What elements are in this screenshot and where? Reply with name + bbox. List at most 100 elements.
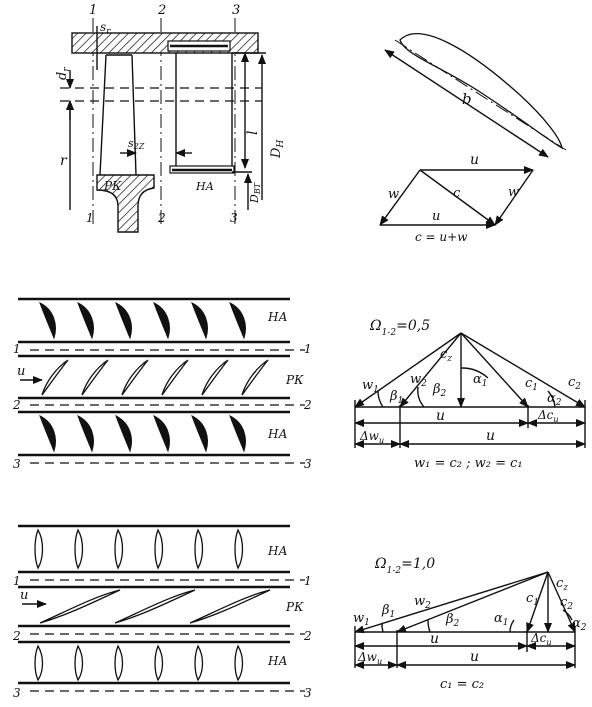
u-label: u	[17, 364, 25, 379]
alpha2-arc	[562, 609, 573, 621]
w-vector-left	[379, 169, 421, 226]
s-2z-label: s2Z	[128, 137, 145, 151]
blade	[154, 528, 164, 570]
blade	[39, 589, 121, 624]
u-bottom-label: u	[432, 209, 440, 224]
blade	[234, 644, 244, 682]
w2-vector	[399, 332, 462, 408]
blade	[34, 644, 44, 682]
station-1-right-label: 1	[304, 342, 312, 356]
stator-row-bottom	[39, 414, 246, 453]
omega-label: Ω1-2=0,5	[369, 318, 430, 338]
meridional-section: 1 2 3 1 2 3 РК НА sr dr r s2Z	[55, 3, 286, 233]
alpha1-label: α1	[494, 611, 509, 628]
rotor-label: РК	[285, 600, 304, 614]
d-r-label: dr	[55, 67, 72, 80]
blade	[77, 414, 94, 453]
w1-vector	[354, 571, 549, 634]
velocity-triangles-0-5: Ω1-2=0,5 w1 w2 β1 β2 cz α1 c1 α2 c2 u Δc…	[354, 318, 586, 471]
blade	[201, 359, 229, 396]
blade	[194, 644, 204, 682]
stator-row-bottom	[34, 644, 244, 682]
c2-label: c2	[568, 375, 581, 392]
stator-bottom-label: НА	[267, 427, 288, 441]
blade	[189, 589, 271, 624]
alpha2-label: α2	[547, 391, 562, 408]
u-label: u	[20, 588, 28, 603]
station-3-right-label: 3	[304, 686, 312, 700]
beta2-arc	[417, 386, 425, 408]
rotor-row	[39, 589, 271, 624]
station-3-left-label: 3	[13, 686, 21, 700]
rotor-disk	[96, 174, 155, 233]
beta1-label: β1	[389, 389, 403, 406]
l-label: l	[245, 131, 261, 135]
station-1-left-label: 1	[13, 574, 21, 588]
rotor-blade-outline	[99, 54, 137, 176]
blade	[114, 644, 124, 682]
blade	[153, 414, 170, 453]
blade	[191, 414, 208, 453]
d-h-label: DH	[269, 140, 286, 159]
w1-label: w1	[362, 378, 379, 395]
cascade-reaction-0-5: НА 1 1 u РК 2 2 НА 3 3	[12, 297, 312, 471]
stator-label: НА	[195, 180, 214, 193]
blade	[229, 414, 246, 453]
w1-vector	[354, 332, 462, 408]
blade	[194, 528, 204, 570]
station-2-bottom-label: 2	[157, 211, 166, 225]
w-vector-right	[494, 169, 534, 226]
blade	[234, 528, 244, 570]
c1-label: c1	[525, 376, 538, 393]
c1-vector	[460, 332, 529, 408]
u-dim-label: u	[430, 631, 439, 647]
cz-label: cz	[556, 576, 568, 593]
velocity-relation: w₁ = c₂ ; w₂ = c₁	[414, 456, 523, 471]
omega-label: Ω1-2=1,0	[374, 556, 435, 576]
w2-label: w2	[414, 594, 431, 611]
blade	[81, 359, 109, 396]
beta2-label: β2	[445, 612, 460, 629]
c-vector	[419, 169, 496, 226]
beta1-arc	[381, 622, 384, 633]
blade	[39, 414, 56, 453]
chord-label: b	[462, 90, 472, 108]
c1-label: c1	[526, 591, 539, 608]
station-3-top-label: 3	[232, 3, 240, 18]
station-1-bottom-label: 1	[86, 211, 94, 225]
blade	[114, 528, 124, 570]
blade	[115, 301, 132, 340]
station-2-left-label: 2	[12, 629, 21, 643]
c2-label: c2	[560, 595, 573, 612]
alpha1-arc	[509, 619, 515, 633]
airfoil-velocity-panel: b u w w c u c = u+w	[379, 33, 567, 244]
alpha2-arc	[547, 390, 556, 408]
blade	[121, 359, 149, 396]
station-2-top-label: 2	[157, 3, 166, 18]
u-long-label: u	[486, 428, 495, 444]
rotor-label: РК	[285, 373, 304, 387]
airfoil-profile	[399, 33, 563, 150]
s-r-label: sr	[100, 20, 111, 37]
station-2-right-label: 2	[303, 629, 312, 643]
c1-vector	[526, 571, 549, 633]
delta-cu-label: Δcu	[530, 631, 552, 647]
blade	[229, 301, 246, 340]
stator-row-top	[39, 301, 246, 340]
stator-top-label: НА	[267, 544, 288, 558]
stator-row-top	[34, 528, 244, 570]
beta1-arc	[377, 390, 384, 408]
station-3-bottom-label: 3	[230, 211, 238, 225]
cascade-reaction-1-0: НА 1 1 u РК 2 2 НА 3 3	[12, 524, 312, 700]
station-1-left-label: 1	[13, 342, 21, 356]
w2-label: w2	[410, 372, 427, 389]
c2-vector	[460, 332, 586, 408]
r-label: r	[60, 153, 68, 169]
station-3-right-label: 3	[304, 457, 312, 471]
delta-wu-label: Δwu	[359, 429, 384, 445]
station-2-right-label: 2	[303, 398, 312, 412]
blade	[154, 644, 164, 682]
w-left-label: w	[388, 187, 399, 202]
velocity-equation: c = u+w	[415, 230, 468, 244]
